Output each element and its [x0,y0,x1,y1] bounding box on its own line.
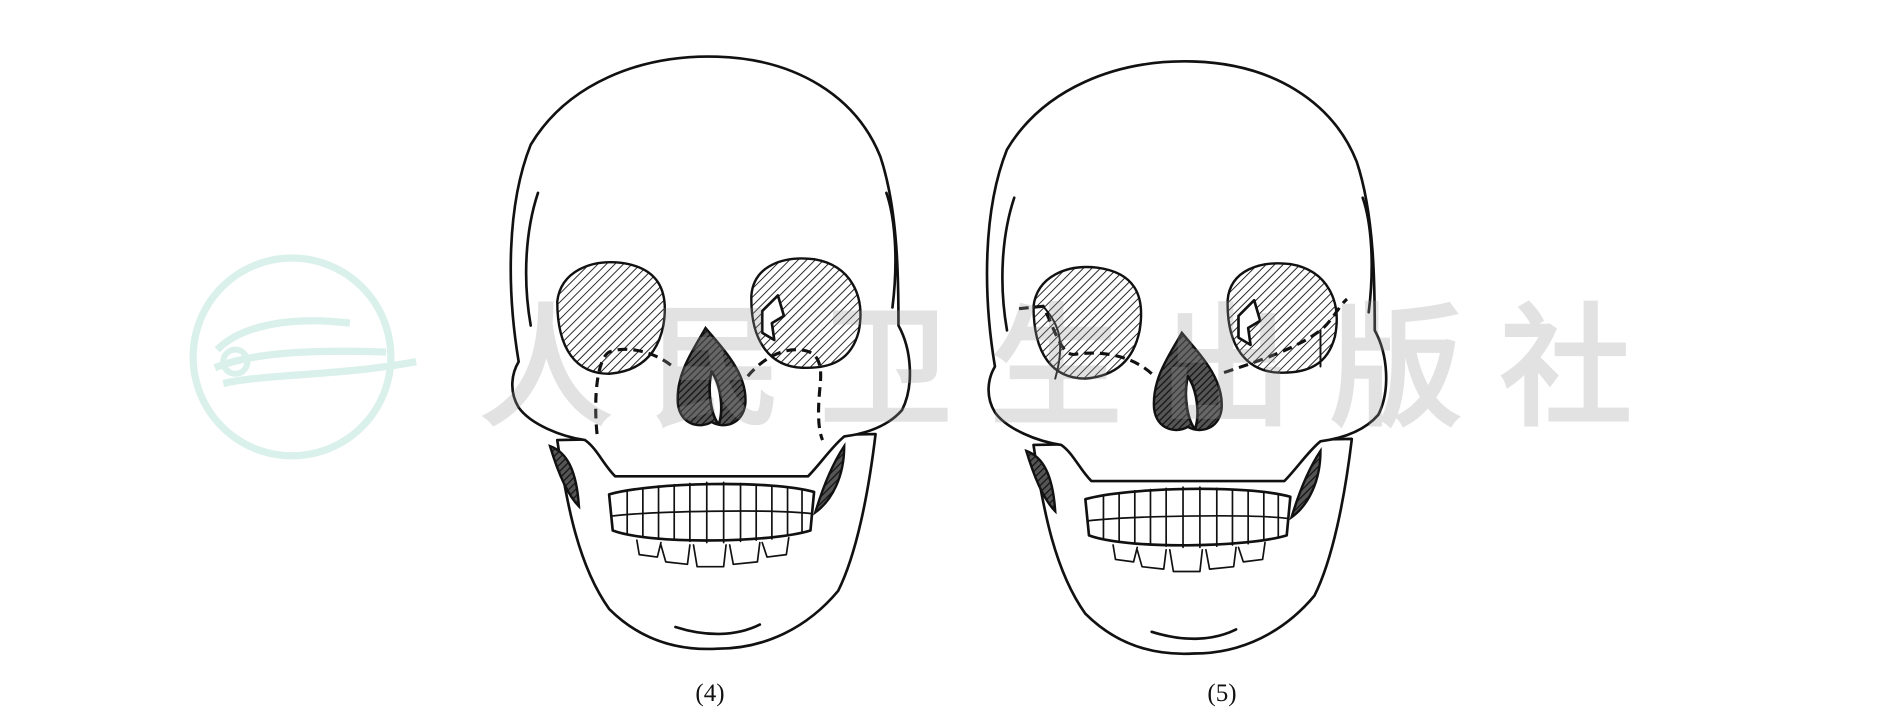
fracture-line-le-fort-ii [594,347,824,441]
watermark-text: 人民卫生出版社 [480,291,1670,446]
fracture-line-le-fort-iii [1018,297,1349,375]
figure-label-5: (5) [1207,680,1237,707]
skull-figure-5 [985,60,1388,656]
figure-label-4: (4) [695,680,725,707]
skull-figure-4 [509,55,912,651]
publisher-logo-watermark [189,254,417,460]
